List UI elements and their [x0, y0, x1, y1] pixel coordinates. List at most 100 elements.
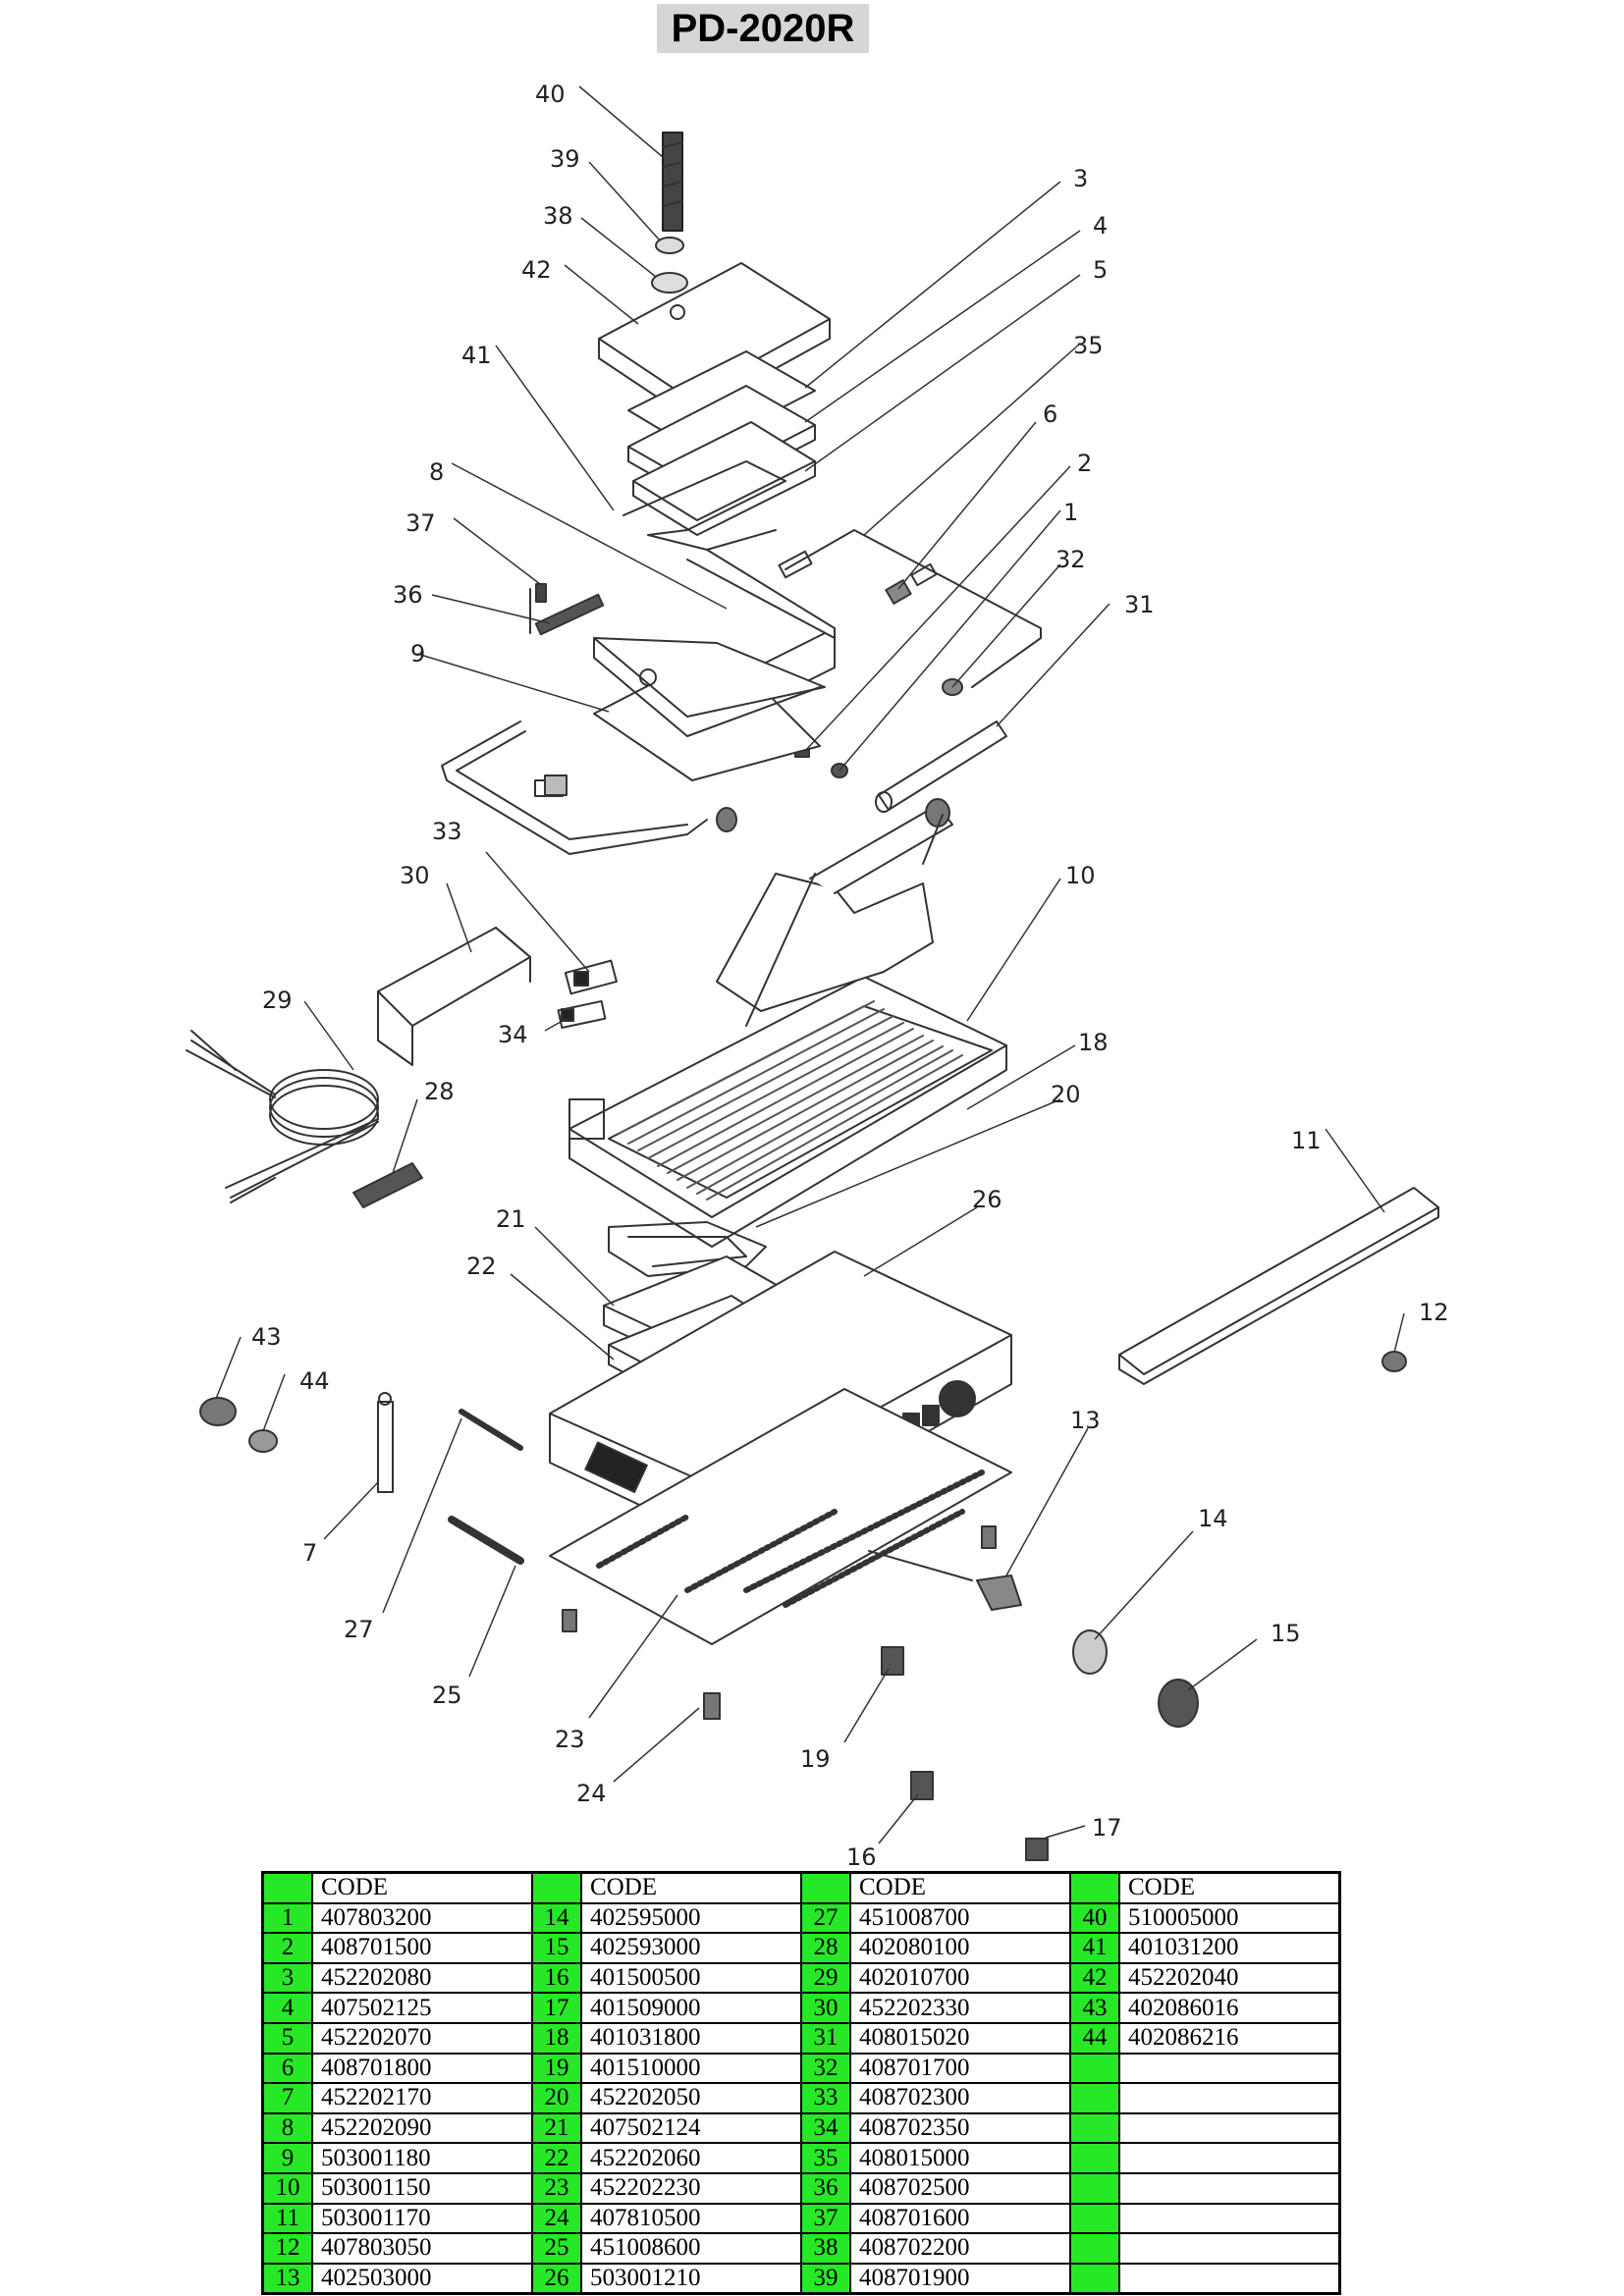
- part-code-cell: 407810500: [580, 2202, 802, 2235]
- part-number-cell: 23: [531, 2171, 582, 2205]
- part-code-cell: 452202090: [311, 2111, 533, 2145]
- callout-10: 10: [1065, 862, 1096, 889]
- callout-30: 30: [400, 862, 430, 889]
- callout-9: 9: [410, 640, 425, 667]
- part-number-cell: [1069, 2232, 1120, 2265]
- callout-25: 25: [432, 1682, 462, 1709]
- callout-42: 42: [521, 256, 552, 284]
- callout-27: 27: [344, 1616, 374, 1643]
- part-code-cell: 452202230: [580, 2171, 802, 2205]
- part-number-cell: 17: [531, 1992, 582, 2024]
- part-code-cell: 452202060: [580, 2142, 802, 2174]
- part-code-cell: 408702300: [849, 2082, 1071, 2114]
- callout-22: 22: [466, 1253, 497, 1280]
- part-code-cell: 402080100: [849, 1932, 1071, 1964]
- part-number-cell: 37: [800, 2202, 851, 2235]
- rail-11: [1118, 1187, 1439, 1375]
- part-code-cell: 402593000: [580, 1932, 802, 1964]
- part-code-cell: 408701700: [849, 2052, 1071, 2085]
- header-num-1: [261, 1871, 313, 1904]
- diagram-title: PD-2020R: [657, 4, 869, 53]
- part-number-cell: [1069, 2082, 1120, 2114]
- part-code-cell: 407803050: [311, 2232, 533, 2265]
- screw-37: [535, 583, 547, 603]
- bar-25: [448, 1516, 524, 1565]
- part-number-cell: 19: [531, 2052, 582, 2085]
- thermostat-13: [976, 1575, 1022, 1611]
- callout-38: 38: [543, 202, 573, 230]
- part-code-cell: 452202040: [1118, 1961, 1341, 1995]
- foot-24: [703, 1692, 721, 1720]
- callout-36: 36: [393, 581, 423, 609]
- part-code-cell: [1118, 2082, 1341, 2114]
- part-number-cell: 24: [531, 2202, 582, 2235]
- callout-40: 40: [535, 80, 566, 108]
- callout-23: 23: [555, 1726, 585, 1753]
- front-handle-bar: [441, 721, 708, 855]
- part-number-cell: 39: [800, 2262, 851, 2295]
- part-number-cell: 18: [531, 2021, 582, 2055]
- part-code-cell: 401509000: [580, 1992, 802, 2024]
- part-number-cell: 15: [531, 1932, 582, 1964]
- spring-clip-36: [534, 593, 605, 636]
- bar-7: [377, 1401, 394, 1493]
- part-number-cell: [1069, 2171, 1120, 2205]
- callout-21: 21: [496, 1205, 526, 1233]
- callout-13: 13: [1070, 1407, 1101, 1434]
- part-code-cell: 452202050: [580, 2082, 802, 2114]
- part-number-cell: 32: [800, 2052, 851, 2085]
- callout-4: 4: [1093, 212, 1108, 240]
- grill-handle: [716, 873, 934, 1012]
- exploded-parts-diagram: 4039384241837369345356213231333029342810…: [186, 80, 1449, 1865]
- callout-33: 33: [432, 818, 462, 845]
- part-number-cell: 6: [261, 2052, 313, 2085]
- part-code-cell: 408015000: [849, 2142, 1071, 2174]
- knob-ring-14: [1072, 1629, 1108, 1675]
- part-code-cell: [1118, 2202, 1341, 2235]
- spring-assembly: [651, 132, 688, 294]
- callout-24: 24: [576, 1780, 607, 1807]
- part-code-cell: 510005000: [1118, 1901, 1341, 1935]
- part-number-cell: 26: [531, 2262, 582, 2295]
- part-code-cell: 408701500: [311, 1932, 533, 1964]
- callout-41: 41: [461, 342, 492, 369]
- part-code-cell: 407502124: [580, 2111, 802, 2145]
- callout-18: 18: [1078, 1029, 1109, 1056]
- callout-2: 2: [1077, 450, 1092, 477]
- part-number-cell: 2: [261, 1932, 313, 1964]
- part-code-cell: 503001210: [580, 2262, 802, 2295]
- part-number-cell: 1: [261, 1901, 313, 1935]
- callout-37: 37: [406, 509, 436, 537]
- callout-15: 15: [1271, 1620, 1301, 1647]
- part-code-cell: [1118, 2171, 1341, 2205]
- part-number-cell: 12: [261, 2232, 313, 2265]
- part-code-cell: 408702350: [849, 2111, 1071, 2145]
- part-number-cell: 22: [531, 2142, 582, 2174]
- part-number-cell: 38: [800, 2232, 851, 2265]
- switch-16: [910, 1771, 934, 1800]
- callout-7: 7: [302, 1539, 317, 1567]
- part-code-cell: 402010700: [849, 1961, 1071, 1995]
- part-code-cell: 452202070: [311, 2021, 533, 2055]
- part-number-cell: 5: [261, 2021, 313, 2055]
- header-code-4: CODE: [1118, 1871, 1341, 1904]
- part-number-cell: [1069, 2262, 1120, 2295]
- callout-32: 32: [1056, 546, 1086, 573]
- part-code-cell: [1118, 2111, 1341, 2145]
- header-num-3: [800, 1871, 851, 1904]
- part-number-cell: 9: [261, 2142, 313, 2174]
- part-number-cell: 36: [800, 2171, 851, 2205]
- nut-44: [248, 1429, 278, 1453]
- part-code-cell: 452202330: [849, 1992, 1071, 2024]
- switch-19: [881, 1646, 904, 1676]
- callout-44: 44: [299, 1367, 330, 1395]
- part-number-cell: 44: [1069, 2021, 1120, 2055]
- part-number-cell: 35: [800, 2142, 851, 2174]
